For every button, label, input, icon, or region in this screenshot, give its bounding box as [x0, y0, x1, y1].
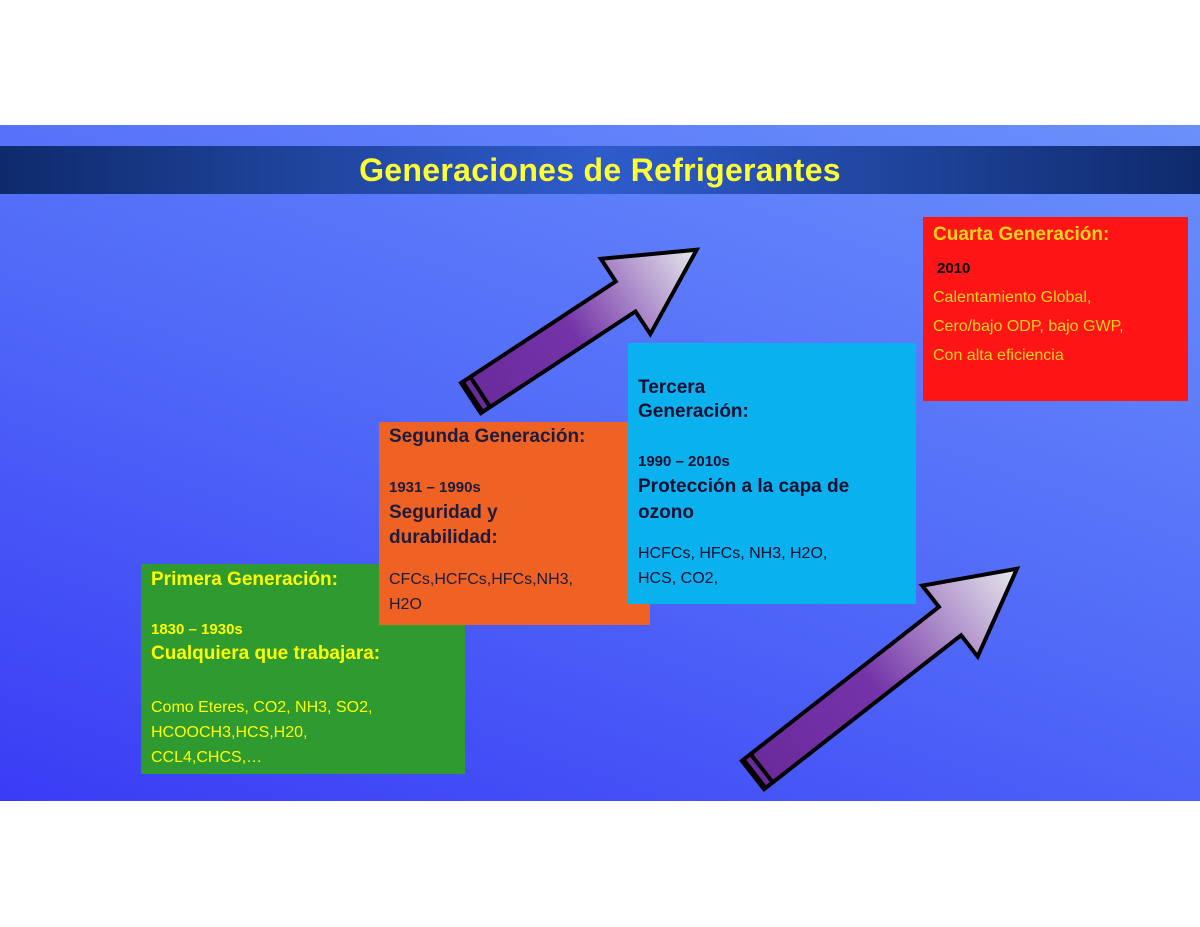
- slide-title: Generaciones de Refrigerantes: [359, 152, 841, 188]
- arrows-layer: [458, 247, 1021, 792]
- third-generation-heading-line-2: Generación:: [638, 401, 749, 422]
- second-generation-refrigerants-line-2: H2O: [389, 596, 422, 613]
- second-generation-goal-line-1: Seguridad y: [389, 502, 498, 523]
- first-generation-refrigerants-line-1: Como Eteres, CO2, NH3, SO2,: [151, 699, 373, 716]
- first-generation-refrigerants-line-3: CCL4,CHCS,…: [151, 749, 263, 766]
- second-generation-years: 1931 – 1990s: [389, 479, 481, 496]
- fourth-generation-refrigerants-line-1: Calentamiento Global,: [933, 289, 1092, 306]
- fourth-generation-years: 2010: [937, 260, 971, 277]
- fourth-generation-refrigerants-line-3: Con alta eficiencia: [933, 347, 1064, 364]
- first-generation-years: 1830 – 1930s: [151, 621, 243, 638]
- lower-arrow: [739, 566, 1021, 792]
- third-generation-goal-line-1: Protección a la capa de: [638, 476, 850, 497]
- title-bar: Generaciones de Refrigerantes: [0, 146, 1200, 194]
- third-generation-refrigerants-line-1: HCFCs, HFCs, NH3, H2O,: [638, 545, 828, 562]
- second-generation-heading: Segunda Generación:: [389, 426, 586, 447]
- second-generation-refrigerants-line-1: CFCs,HCFCs,HFCs,NH3,: [389, 571, 573, 588]
- third-generation-goal-line-2: ozono: [638, 502, 694, 523]
- third-generation-years: 1990 – 2010s: [638, 453, 730, 470]
- first-generation-heading: Primera Generación:: [151, 569, 338, 590]
- third-generation-box: Tercera Generación: 1990 – 2010s Protecc…: [628, 343, 916, 604]
- second-generation-box: Segunda Generación: 1931 – 1990s Segurid…: [379, 422, 650, 625]
- fourth-generation-box: Cuarta Generación: 2010 Calentamiento Gl…: [923, 217, 1188, 401]
- first-generation-goal: Cualquiera que trabajara:: [151, 643, 381, 664]
- second-generation-goal-line-2: durabilidad:: [389, 527, 498, 548]
- fourth-generation-heading: Cuarta Generación:: [933, 224, 1110, 245]
- first-generation-refrigerants-line-2: HCOOCH3,HCS,H20,: [151, 724, 308, 741]
- fourth-generation-refrigerants-line-2: Cero/bajo ODP, bajo GWP,: [933, 318, 1124, 335]
- third-generation-heading-line-1: Tercera: [638, 377, 706, 398]
- upper-arrow: [458, 247, 701, 416]
- third-generation-refrigerants-line-2: HCS, CO2,: [638, 570, 719, 587]
- slide-background: Generaciones de Refrigerantes Primera Ge…: [0, 125, 1200, 801]
